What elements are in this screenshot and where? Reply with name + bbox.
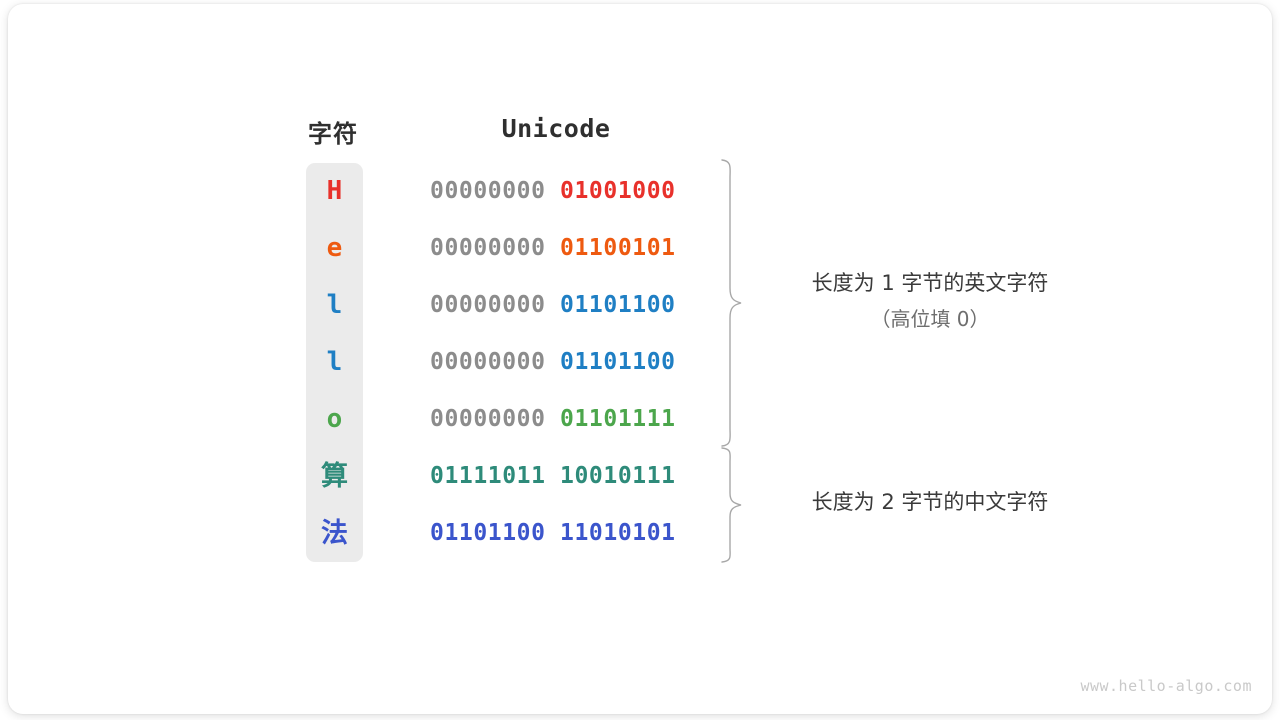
annotation-one-byte-main: 长度为 1 字节的英文字符 <box>811 271 1049 295</box>
column-header-character: 字符 <box>308 120 358 148</box>
character-cell: o <box>326 404 343 434</box>
site-watermark: www.hello-algo.com <box>1080 677 1252 695</box>
unicode-bits-cell: 00000000 01101100 <box>430 277 686 334</box>
character-cell: l <box>326 290 343 320</box>
byte-separator <box>546 292 560 318</box>
high-byte: 01111011 <box>430 463 546 489</box>
low-byte: 11010101 <box>560 520 676 546</box>
byte-separator <box>546 349 560 375</box>
unicode-bits-cell: 01111011 10010111 <box>430 448 686 505</box>
byte-separator <box>546 406 560 432</box>
character-column-panel <box>306 163 363 562</box>
high-byte: 00000000 <box>430 406 546 432</box>
table-row: 法 01101100 11010101 <box>0 505 1280 562</box>
table-row: l 00000000 01101100 <box>0 334 1280 391</box>
byte-separator <box>546 178 560 204</box>
low-byte: 01100101 <box>560 235 676 261</box>
table-row: e 00000000 01100101 <box>0 220 1280 277</box>
table-row: o 00000000 01101111 <box>0 391 1280 448</box>
high-byte: 00000000 <box>430 292 546 318</box>
low-byte: 01101100 <box>560 292 676 318</box>
character-cell: e <box>326 233 343 263</box>
byte-separator <box>546 520 560 546</box>
character-cell: l <box>326 347 343 377</box>
low-byte: 10010111 <box>560 463 676 489</box>
high-byte: 00000000 <box>430 178 546 204</box>
character-cell: H <box>326 176 343 206</box>
byte-separator <box>546 463 560 489</box>
table-row: 算 01111011 10010111 <box>0 448 1280 505</box>
high-byte: 00000000 <box>430 235 546 261</box>
unicode-bits-cell: 00000000 01100101 <box>430 220 686 277</box>
column-header-unicode: Unicode <box>501 114 611 143</box>
table-row: l 00000000 01101100 <box>0 277 1280 334</box>
diagram-card <box>8 4 1272 714</box>
character-cell: 法 <box>321 518 348 549</box>
annotation-two-byte-main: 长度为 2 字节的中文字符 <box>811 490 1049 514</box>
high-byte: 00000000 <box>430 349 546 375</box>
annotation-one-byte-sub: （高位填 0） <box>870 307 990 331</box>
character-cell: 算 <box>321 461 348 492</box>
low-byte: 01001000 <box>560 178 676 204</box>
annotation-one-byte: 长度为 1 字节的英文字符 （高位填 0） <box>770 265 1090 337</box>
unicode-bits-cell: 00000000 01101100 <box>430 334 686 391</box>
byte-separator <box>546 235 560 261</box>
low-byte: 01101100 <box>560 349 676 375</box>
annotation-two-byte: 长度为 2 字节的中文字符 <box>770 484 1090 520</box>
unicode-bits-cell: 00000000 01101111 <box>430 391 686 448</box>
unicode-bits-cell: 00000000 01001000 <box>430 163 686 220</box>
unicode-bits-cell: 01101100 11010101 <box>430 505 686 562</box>
high-byte: 01101100 <box>430 520 546 546</box>
table-row: H 00000000 01001000 <box>0 163 1280 220</box>
low-byte: 01101111 <box>560 406 676 432</box>
